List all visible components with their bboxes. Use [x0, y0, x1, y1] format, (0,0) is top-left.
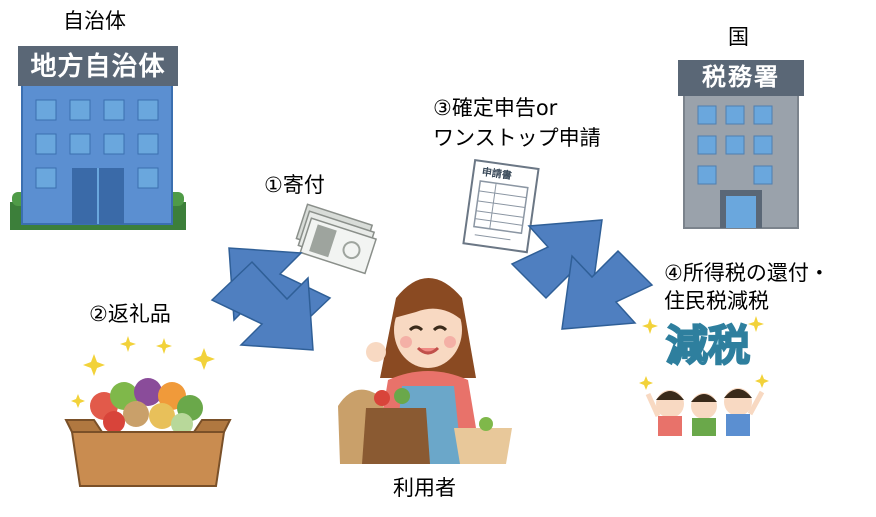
tax-office-building-icon	[678, 60, 804, 229]
gift-box-icon	[64, 336, 232, 487]
step-refund-label-line1: ④所得税の還付・	[664, 261, 830, 285]
step-filing-label-line2: ワンストップ申請	[433, 126, 601, 150]
state-label: 国	[728, 25, 749, 49]
step-refund-label-line2: 住民税減税	[664, 289, 769, 313]
happy-people-icon	[639, 316, 769, 436]
application-form-icon	[462, 158, 540, 254]
municipality-label: 自治体	[63, 9, 126, 33]
step-donation-label: ①寄付	[264, 173, 325, 197]
gift-arrow-shape	[210, 260, 314, 351]
user-label: 利用者	[393, 476, 456, 500]
step-gift-label: ②返礼品	[89, 302, 171, 326]
municipality-building-icon	[10, 46, 186, 230]
tax-office-sign-text: 税務署	[702, 63, 780, 91]
refund-arrow-shape	[561, 249, 654, 330]
tax-cut-sign-text: 減税	[665, 321, 751, 371]
user-woman-icon	[338, 278, 512, 464]
money-icon	[295, 203, 378, 275]
municipality-sign-text: 地方自治体	[30, 52, 166, 82]
step-filing-label-line1: ③確定申告or	[433, 96, 558, 120]
